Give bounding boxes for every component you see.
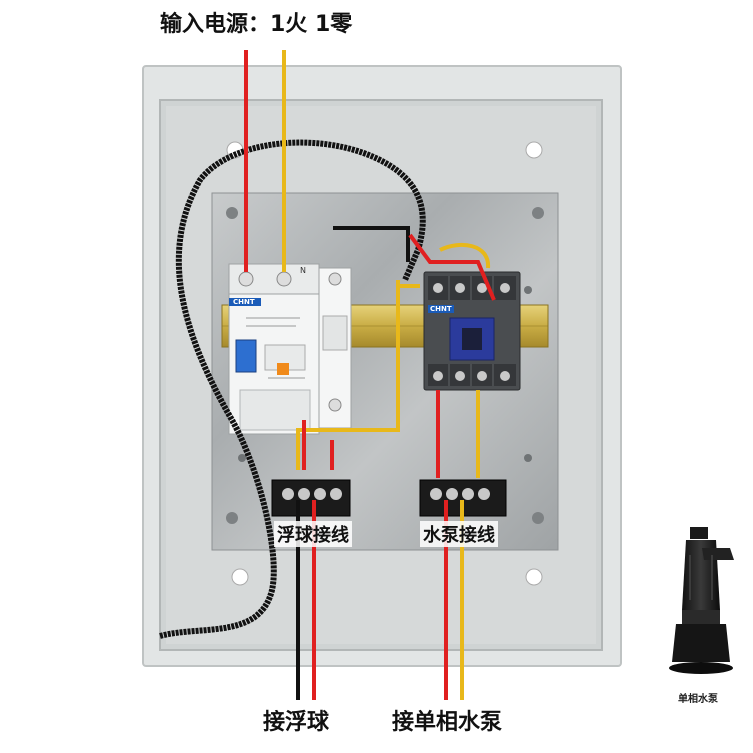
connect-pump-label: 接单相水泵 (392, 710, 503, 735)
pump-terminal-label: 水泵接线 (420, 521, 498, 547)
terminal-block-float (271, 479, 351, 517)
breaker-terminal-mark: N (300, 266, 306, 275)
black-cable (159, 139, 426, 639)
input-power-title: 输入电源：1火 1零 (160, 12, 353, 37)
module-relay (318, 267, 352, 429)
mount-hole-icon (231, 568, 249, 586)
mount-hole-icon (525, 141, 543, 159)
float-terminal-label: 浮球接线 (274, 521, 352, 547)
circuit-breaker (228, 263, 320, 435)
breaker-brand: CHNT (231, 298, 257, 306)
water-pump-icon (669, 527, 734, 674)
contactor (423, 271, 521, 391)
pump-caption: 单相水泵 (678, 694, 718, 705)
connect-float-label: 接浮球 (263, 710, 330, 735)
mount-hole-icon (525, 568, 543, 586)
contactor-brand: CHNT (428, 305, 454, 313)
